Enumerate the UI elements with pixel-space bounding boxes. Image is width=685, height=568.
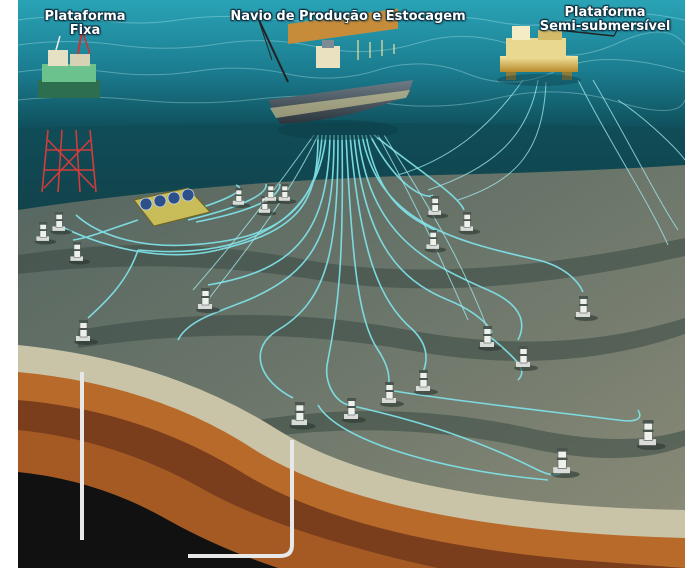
risers	[192, 79, 685, 331]
fixed-platform-icon	[38, 29, 100, 193]
wellhead-icon	[550, 448, 580, 478]
wellhead-icon	[68, 242, 91, 265]
wellhead-icon	[380, 382, 404, 407]
wellhead-icon	[514, 346, 538, 371]
wellhead-icon	[257, 196, 277, 216]
wellhead-icon	[414, 370, 438, 395]
label-semi-submersible-line1: Plataforma	[564, 5, 646, 20]
wellhead-icon	[263, 184, 283, 204]
label-fpso-text: Navio de Produção e Estocagem	[230, 9, 466, 24]
wellhead-icon	[34, 222, 57, 245]
wellhead-icon	[574, 296, 598, 321]
wellhead-icon	[289, 402, 316, 430]
wellhead-group	[34, 184, 666, 478]
well-bore-icon	[80, 372, 294, 558]
wellhead-icon	[636, 420, 666, 450]
label-fixed-platform: Plataforma Fixa	[40, 10, 130, 38]
fpso-ship-icon	[257, 8, 413, 140]
wellhead-icon	[231, 188, 251, 208]
label-fpso: Navio de Produção e Estocagem	[218, 10, 478, 24]
wellhead-icon	[342, 398, 366, 423]
label-fixed-platform-line2: Fixa	[69, 23, 101, 38]
offshore-illustration	[18, 0, 685, 568]
wellhead-icon	[478, 326, 502, 351]
wellhead-icon	[458, 212, 481, 235]
semi-submersible-icon	[497, 26, 619, 86]
offshore-scene: Plataforma Fixa Navio de Produção e Esto…	[18, 0, 685, 568]
manifold-icon	[133, 187, 211, 227]
label-semi-submersible: Plataforma Semi-submersível	[530, 6, 680, 34]
label-semi-submersible-line2: Semi-submersível	[539, 19, 671, 34]
wellhead-icon	[74, 320, 98, 345]
wellhead-icon	[50, 212, 73, 235]
wellhead-icon	[277, 184, 297, 204]
wellhead-icon	[196, 288, 220, 313]
wellhead-icon	[424, 230, 447, 253]
wellhead-icon	[426, 196, 449, 219]
label-fixed-platform-line1: Plataforma	[44, 9, 126, 24]
